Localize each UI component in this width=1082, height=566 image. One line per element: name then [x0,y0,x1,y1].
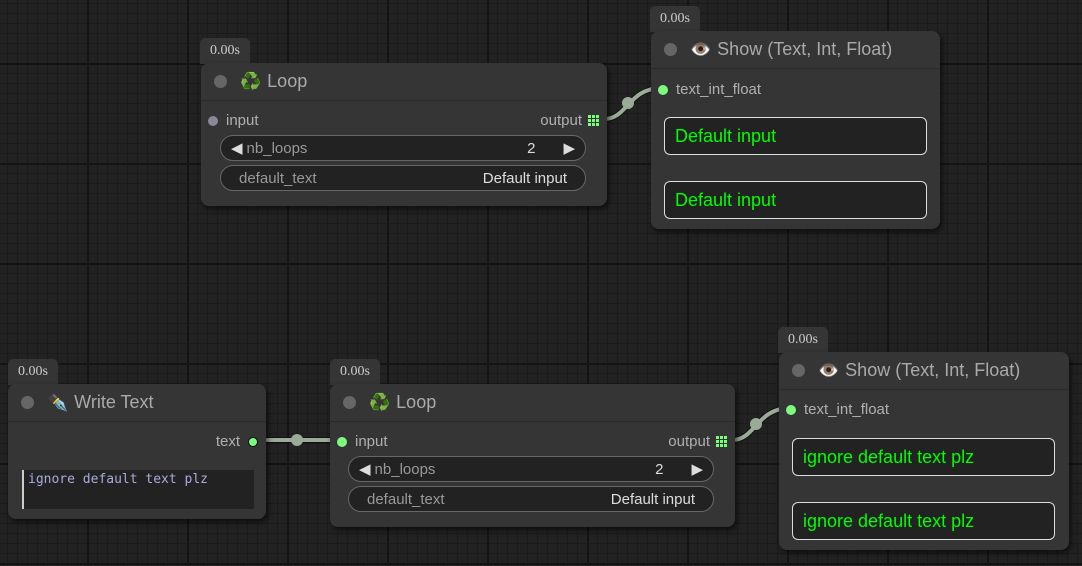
widget-label: default_text [239,169,317,187]
default-text-widget[interactable]: default_text Default input [348,486,714,512]
grid-icon[interactable] [716,436,727,447]
input-label: input [226,112,259,129]
node-title-bar[interactable]: 👁️Show (Text, Int, Float) [651,31,940,69]
node-title-bar[interactable]: 👁️Show (Text, Int, Float) [779,352,1069,390]
nb-loops-widget[interactable]: ◀nb_loops 2 ▶ [348,456,714,482]
increment-arrow[interactable]: ▶ [563,140,575,157]
eye-icon: 👁️ [690,39,712,59]
node-title-bar[interactable]: ♻️Loop [201,63,607,101]
output-text[interactable]: ignore default text plz [792,438,1055,476]
output-label: output [668,433,710,450]
exec-time-badge: 0.00s [200,38,250,64]
loop-node[interactable]: ♻️Loop input output ◀nb_loops 2 ▶ default_… [330,384,735,527]
collapse-dot[interactable] [214,75,227,88]
loop-node[interactable]: ♻️Loop input output ◀nb_loops 2 ▶ default_… [201,63,607,206]
exec-time-badge: 0.00s [778,327,828,353]
default-text-widget[interactable]: default_text Default input [220,165,586,191]
widget-value: 2 [655,460,664,478]
node-title: Loop [267,71,308,91]
text-input[interactable]: ignore default text plz [22,470,254,509]
node-title-bar[interactable]: ✒️Write Text [8,384,266,422]
node-title: Write Text [74,392,154,412]
decrement-arrow[interactable]: ◀ [231,140,243,157]
widget-value: Default input [482,169,567,187]
recycle-icon: ♻️ [240,71,262,91]
node-title: Show (Text, Int, Float) [717,39,893,59]
exec-time-badge: 0.00s [650,6,700,32]
show-node[interactable]: 👁️Show (Text, Int, Float) text_int_float… [779,352,1069,550]
grid-icon[interactable] [588,115,599,126]
pen-icon: ✒️ [47,392,69,412]
node-title: Show (Text, Int, Float) [845,360,1021,380]
collapse-dot[interactable] [664,43,677,56]
node-title: Loop [396,392,437,412]
output-text[interactable]: Default input [664,117,927,155]
widget-label: nb_loops [374,460,436,478]
input-slot[interactable] [786,404,796,415]
widget-label: default_text [367,490,445,508]
input-slot[interactable] [208,115,218,126]
recycle-icon: ♻️ [369,392,391,412]
decrement-arrow[interactable]: ◀ [359,461,371,478]
node-title-bar[interactable]: ♻️Loop [330,384,735,422]
write-text-node[interactable]: ✒️Write Text text ignore default text pl… [8,384,266,519]
widget-label: nb_loops [246,139,308,157]
input-slot[interactable] [337,436,347,447]
nb-loops-widget[interactable]: ◀nb_loops 2 ▶ [220,135,586,161]
output-text[interactable]: ignore default text plz [792,502,1055,540]
link-midpoint [750,418,762,430]
output-text[interactable]: Default input [664,181,927,219]
collapse-dot[interactable] [21,396,34,409]
collapse-dot[interactable] [792,364,805,377]
link-midpoint [291,434,303,446]
input-label: text_int_float [676,81,762,98]
eye-icon: 👁️ [818,360,840,380]
link-midpoint [622,97,634,109]
widget-value: Default input [610,490,695,508]
exec-time-badge: 0.00s [330,359,380,385]
increment-arrow[interactable]: ▶ [691,461,703,478]
show-node[interactable]: 👁️Show (Text, Int, Float) text_int_float… [651,31,940,229]
input-slot[interactable] [658,84,668,95]
output-label: text [215,433,240,450]
output-slot[interactable] [248,436,258,447]
collapse-dot[interactable] [343,396,356,409]
input-label: input [355,433,388,450]
input-label: text_int_float [804,401,890,418]
output-label: output [540,112,582,129]
widget-value: 2 [527,139,536,157]
exec-time-badge: 0.00s [8,359,58,385]
